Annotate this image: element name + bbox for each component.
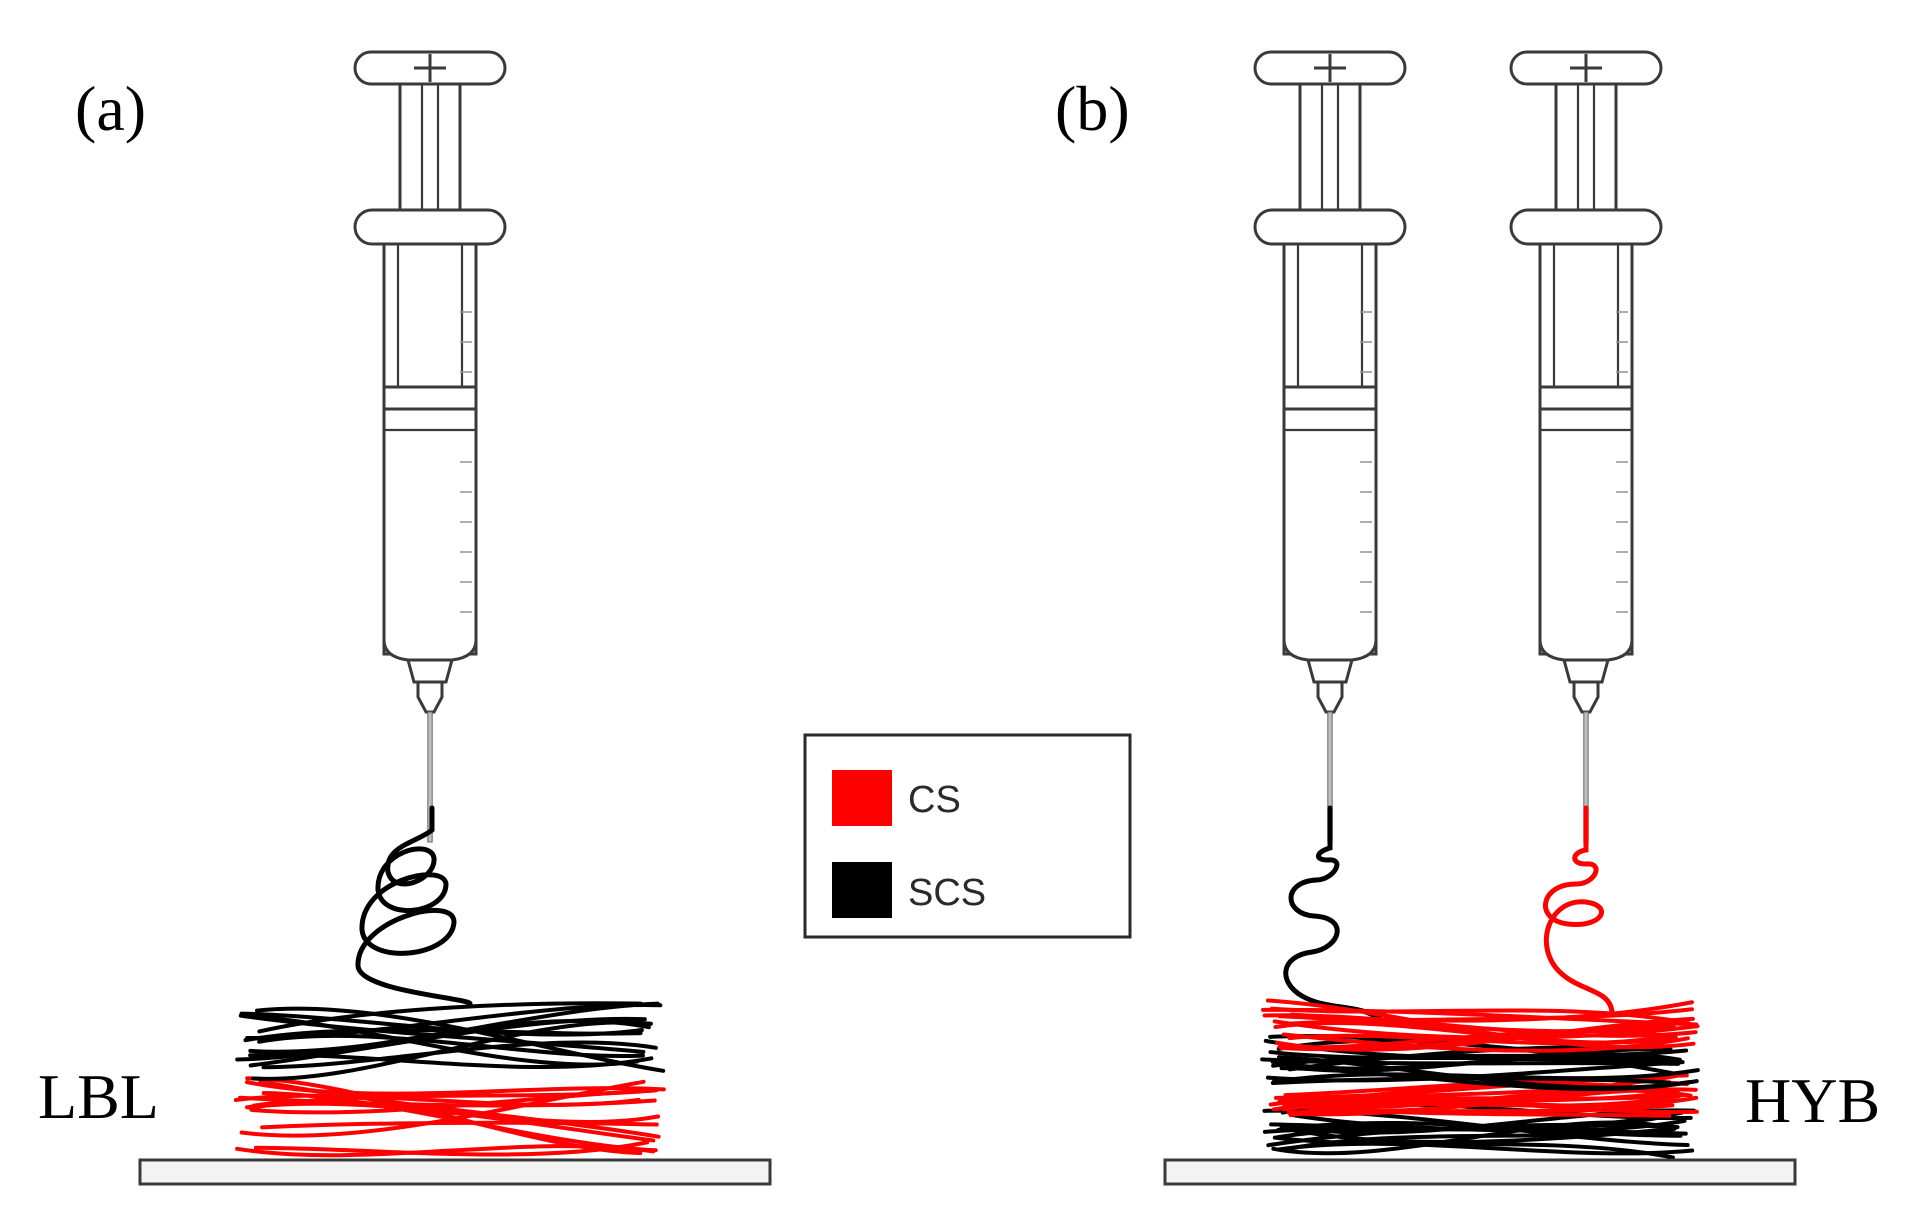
fiber-strand (243, 1014, 640, 1067)
fiber-strand (1279, 1125, 1677, 1145)
fiber-coil-a (355, 805, 473, 1007)
fiber-strand (248, 1001, 660, 1054)
legend: CS SCS (803, 733, 1132, 939)
fiber-strand (1277, 1141, 1695, 1156)
fiber-strand (239, 1011, 644, 1037)
legend-swatch-cs (832, 770, 892, 826)
fiber-strand (1261, 1007, 1699, 1027)
panel-a-label: (a) (75, 73, 146, 144)
fiber-strand (1279, 1021, 1691, 1052)
fiber-strand (261, 1040, 658, 1070)
scaffold-hyb (1260, 998, 1700, 1160)
fiber-strand (245, 1076, 643, 1156)
panel-b-label: (b) (1055, 73, 1130, 144)
fiber-strand (1277, 1014, 1676, 1034)
fiber-coil-b-right (1543, 805, 1615, 1015)
substrate-b (1163, 1158, 1797, 1186)
fiber-layer-cs (1261, 998, 1700, 1053)
fiber-strand (237, 1095, 657, 1108)
fiber-layer-scs (235, 1001, 666, 1081)
fiber-strand (1287, 1088, 1693, 1110)
fiber-strand (1281, 1094, 1682, 1112)
legend-swatch-scs (832, 862, 892, 918)
fiber-strand (1276, 1038, 1675, 1076)
fiber-strand (257, 1033, 645, 1059)
fiber-strand (1282, 1103, 1672, 1118)
syringe-a (353, 50, 507, 844)
syringe-b-right (1509, 50, 1663, 844)
fiber-strand (260, 1120, 659, 1130)
fiber-strand (245, 1101, 656, 1143)
fiber-coil-b-left (1283, 805, 1387, 1025)
legend-label-scs: SCS (908, 872, 986, 914)
fiber-strand (1266, 1122, 1680, 1148)
fiber-strand (1271, 1068, 1700, 1084)
method-label-lbl: LBL (38, 1061, 159, 1132)
substrate-a (138, 1158, 772, 1186)
method-label-hyb: HYB (1745, 1065, 1880, 1136)
scaffold-lbl (233, 1001, 666, 1158)
fiber-strand (239, 1079, 646, 1138)
fiber-strand (251, 1020, 653, 1081)
fiber-layer-cs (233, 1076, 666, 1158)
syringe-b-left (1253, 50, 1407, 844)
fiber-layer-scs (1260, 1034, 1700, 1091)
fiber-strand (1262, 1113, 1674, 1134)
fiber-strand (258, 1079, 661, 1139)
legend-label-cs: CS (908, 779, 961, 821)
